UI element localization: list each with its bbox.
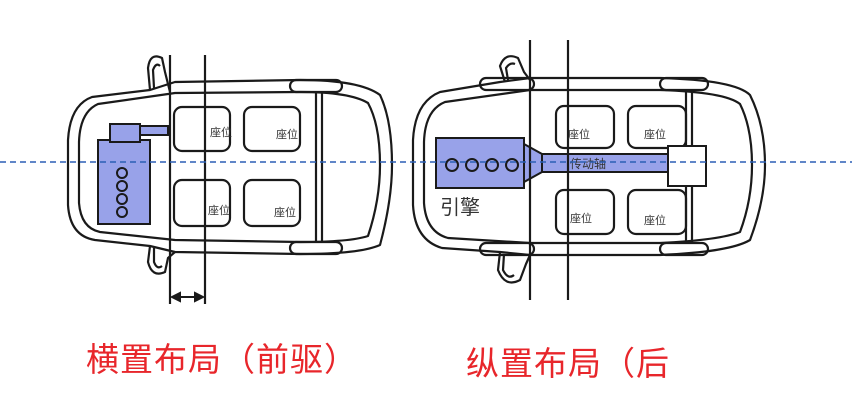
right-car-mirror-top [498,55,531,83]
left-engine [97,123,169,225]
driveshaft-label: 传动轴 [570,156,606,171]
longitudinal-layout-caption: 纵置布局（后 [466,344,670,383]
right-car-wheel-rr [658,241,710,257]
cylinder [485,158,499,172]
cylinder [445,158,459,172]
seat-label: 座位 [568,127,590,141]
cylinder [116,206,128,218]
right-car-seat-3 [554,188,616,236]
seat-label: 座位 [644,213,666,227]
left-car-mirror-bottom [146,245,176,275]
seat-label: 座位 [570,211,592,225]
left-car-seat-3 [172,178,232,228]
right-car-wheel-fl [478,76,536,92]
engine-label: 引擎 [440,195,480,219]
seat-label: 座位 [274,205,296,219]
right-car-body [411,76,767,257]
left-engine-shaft [139,125,169,136]
seat-label: 座位 [208,203,230,217]
left-car-seat-2 [242,105,302,153]
seat-label: 座位 [644,127,666,141]
right-transmission [523,142,543,184]
cylinder [505,158,519,172]
right-car-seat-1 [554,104,616,150]
caption-fade-overlay [670,330,730,380]
seat-label: 座位 [276,127,298,141]
left-car-seat-4 [242,178,302,228]
seat-label: 座位 [210,125,232,139]
transverse-layout-caption: 横置布局（前驱） [86,340,358,379]
left-car-seat-1 [172,105,232,153]
cylinder [116,167,128,179]
right-car-seat-2 [626,104,688,150]
right-engine-block [435,137,525,189]
left-car [66,55,394,275]
cylinder [116,193,128,205]
dimension-arrow [169,291,206,303]
right-car-wheel-fr [658,76,710,92]
left-car-body [66,78,394,256]
right-car-mirror-bottom [496,251,532,284]
right-car-wheel-rl [478,241,536,257]
left-car-mirror-top [146,55,172,93]
rear-differential [667,145,707,187]
cylinder [116,180,128,192]
right-car-seat-4 [626,188,688,236]
left-engine-top [109,123,141,143]
cylinder [465,158,479,172]
right-engine [435,137,707,189]
